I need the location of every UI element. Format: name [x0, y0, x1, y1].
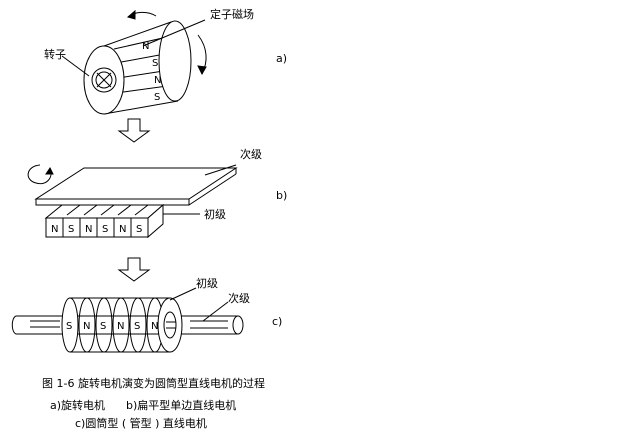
panel-c-label: c): [272, 315, 282, 328]
primary-label-b: 初级: [204, 207, 226, 221]
tubular-linear-motor: [11, 287, 244, 353]
tubular-pole-6: N: [151, 321, 158, 332]
rotary-motor: [61, 9, 207, 115]
rotary-pole-labels: N S N S: [142, 41, 161, 103]
figure-caption: 图 1-6 旋转电机演变为圆筒型直线电机的过程: [42, 377, 265, 390]
caption-item-c: c)圆筒型 ( 管型 ) 直线电机: [75, 417, 207, 430]
flat-pole-6: S: [136, 224, 142, 235]
tubular-pole-4: N: [117, 321, 124, 332]
down-arrow-icon: [117, 257, 151, 282]
down-arrow-icon: [117, 118, 151, 143]
tubular-pole-labels: S N S N S N: [66, 321, 158, 332]
tubular-pole-2: N: [83, 321, 90, 332]
panel-a-label: a): [276, 52, 287, 65]
tubular-pole-3: S: [100, 321, 106, 332]
flat-pole-1: N: [51, 224, 58, 235]
flat-linear-motor: [27, 164, 238, 239]
secondary-label-c: 次级: [228, 291, 250, 305]
caption-item-a: a)旋转电机: [50, 399, 106, 412]
primary-label-c: 初级: [196, 276, 218, 290]
flat-pole-2: S: [68, 224, 74, 235]
flat-pole-5: N: [119, 224, 126, 235]
tubular-pole-5: S: [134, 321, 140, 332]
panel-b-label: b): [276, 189, 287, 202]
rotary-pole-3: N: [154, 75, 161, 86]
flat-pole-4: S: [102, 224, 108, 235]
secondary-label-b: 次级: [240, 147, 262, 161]
stator-field-label: 定子磁场: [210, 7, 254, 21]
tubular-pole-1: S: [66, 321, 72, 332]
rotary-pole-1: N: [142, 41, 149, 52]
caption-item-b: b)扁平型单边直线电机: [126, 399, 237, 412]
rotary-pole-4: S: [154, 92, 160, 103]
rotary-pole-2: S: [152, 58, 158, 69]
flat-pole-3: N: [85, 224, 92, 235]
flat-pole-labels: N S N S N S: [51, 224, 142, 235]
rotor-label: 转子: [44, 47, 66, 61]
